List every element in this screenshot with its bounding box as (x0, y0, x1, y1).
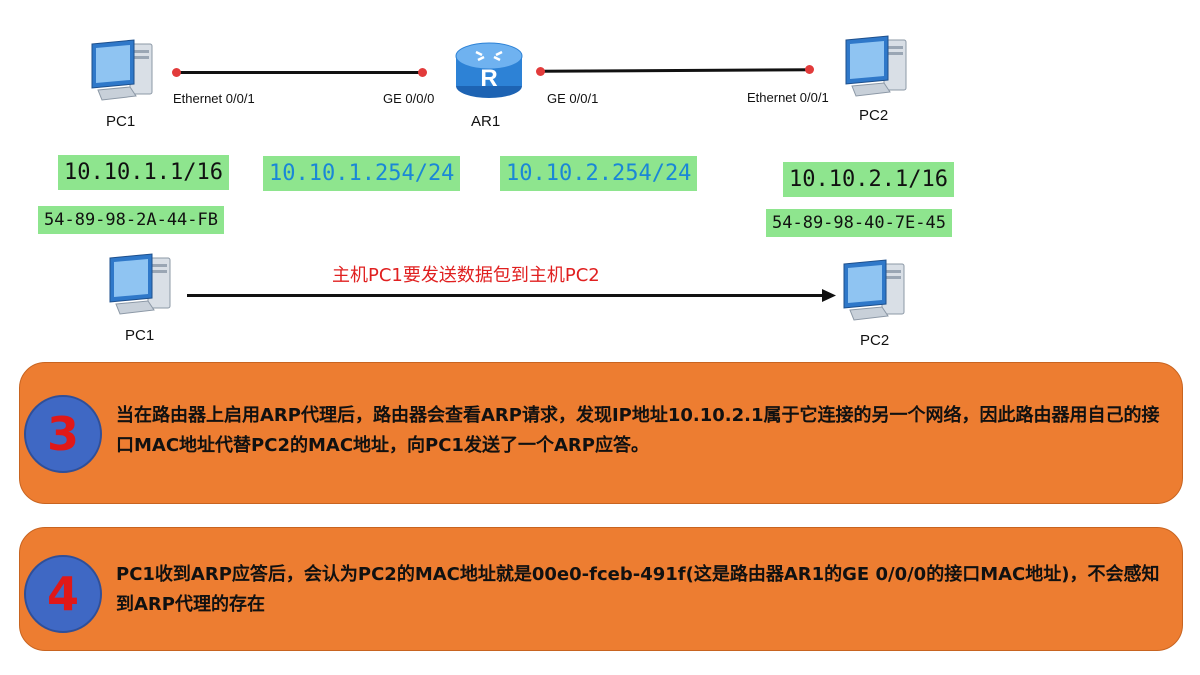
pc2-ip-tag: 10.10.2.1/16 (783, 162, 954, 197)
link-ar1-pc2 (539, 68, 813, 73)
pc-icon (843, 259, 905, 321)
pc-icon (91, 39, 153, 101)
pc1-mac-tag: 54-89-98-2A-44-FB (38, 206, 224, 234)
port-dot-ar1-ge001 (536, 67, 545, 76)
router-ip-right-tag: 10.10.2.254/24 (500, 156, 698, 191)
step-3-number-badge: 3 (24, 395, 102, 473)
pc1-port-label: Ethernet 0/0/1 (173, 91, 255, 106)
router-name: AR1 (471, 113, 501, 130)
port-dot-pc1 (172, 68, 181, 77)
step-4-box: 4 PC1收到ARP应答后，会认为PC2的MAC地址就是00e0-fceb-49… (19, 527, 1183, 651)
router-port-left-label: GE 0/0/0 (383, 91, 435, 106)
port-dot-ar1-ge000 (418, 68, 427, 77)
flow-pc1-name: PC1 (125, 327, 155, 344)
pc-icon (109, 253, 171, 315)
step-3-text: 当在路由器上启用ARP代理后，路由器会查看ARP请求，发现IP地址10.10.2… (116, 405, 1160, 456)
pc2-name-top: PC2 (859, 107, 889, 124)
link-pc1-ar1 (176, 71, 426, 74)
flow-caption: 主机PC1要发送数据包到主机PC2 (332, 265, 600, 286)
flow-pc2-name: PC2 (860, 332, 890, 349)
flow-arrow-line (187, 294, 827, 297)
port-dot-pc2 (805, 65, 814, 74)
router-port-right-label: GE 0/0/1 (547, 91, 599, 106)
arrow-head-icon (822, 289, 836, 302)
pc1-name-top: PC1 (106, 113, 136, 130)
router-symbol: R (480, 65, 497, 92)
step-3-box: 3 当在路由器上启用ARP代理后，路由器会查看ARP请求，发现IP地址10.10… (19, 362, 1183, 504)
pc2-mac-tag: 54-89-98-40-7E-45 (766, 209, 952, 237)
step-4-text: PC1收到ARP应答后，会认为PC2的MAC地址就是00e0-fceb-491f… (116, 564, 1160, 615)
pc2-port-label: Ethernet 0/0/1 (747, 90, 829, 105)
step-4-number-badge: 4 (24, 555, 102, 633)
pc-icon (845, 35, 907, 97)
router-icon: R (455, 42, 523, 98)
pc1-ip-tag: 10.10.1.1/16 (58, 155, 229, 190)
router-ip-left-tag: 10.10.1.254/24 (263, 156, 461, 191)
